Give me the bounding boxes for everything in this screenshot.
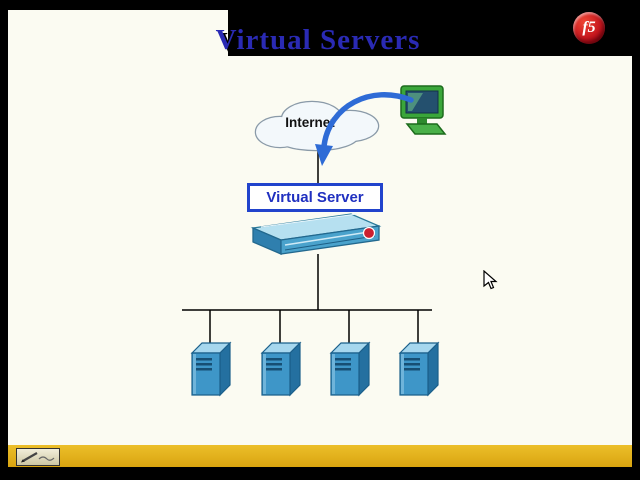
slide-title: Virtual Servers <box>215 24 421 56</box>
server-icon <box>329 341 371 397</box>
pencil-tool-icon <box>21 452 55 463</box>
flow-arrow-icon <box>315 92 414 166</box>
server-icon <box>190 341 232 397</box>
server-icon <box>398 341 440 397</box>
appliance-icon <box>250 213 382 255</box>
connector-lines <box>182 142 432 344</box>
server-icon <box>260 341 302 397</box>
f5-logo-text: f5 <box>582 19 596 36</box>
virtual-server-label: Virtual Server <box>266 189 364 206</box>
appliance-f5-badge-icon <box>362 226 376 240</box>
presentation-slide: Internet Virtual Server <box>8 10 632 445</box>
client-computer-icon <box>400 85 447 135</box>
bottom-toolbar <box>8 445 632 467</box>
virtual-server-box: Virtual Server <box>247 183 383 212</box>
top-black-band <box>228 0 640 56</box>
pencil-tool-button[interactable] <box>16 448 60 466</box>
f5-logo-icon: f5 <box>573 12 605 44</box>
mouse-cursor-icon <box>483 270 498 290</box>
internet-label: Internet <box>285 115 335 130</box>
